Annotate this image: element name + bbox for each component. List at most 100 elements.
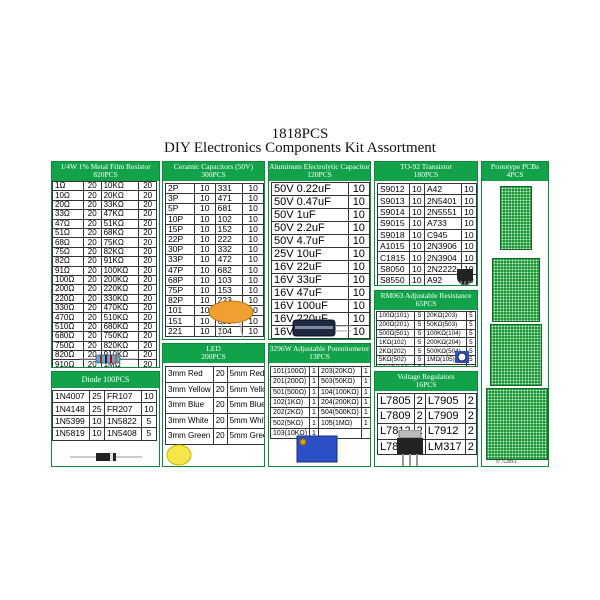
part-qty-cell: 5 xyxy=(414,346,425,356)
part-qty-cell: 5 xyxy=(414,311,425,321)
part-name-cell: 330Ω xyxy=(52,303,84,314)
part-name-cell: S8550 xyxy=(377,274,410,285)
part-qty-cell: 10 xyxy=(347,182,370,196)
part-name-cell: 1N4148 xyxy=(52,402,90,416)
part-name-cell: 16V 22uF xyxy=(271,260,349,274)
part-name-cell: A42 xyxy=(424,182,462,196)
part-qty-cell: 20 xyxy=(138,303,157,314)
part-qty-cell: 2 xyxy=(464,392,477,410)
part-name-cell: 5P xyxy=(165,203,195,215)
part-qty-cell: 1 xyxy=(360,365,370,378)
part-qty-cell: 10 xyxy=(460,251,477,264)
part-name-cell: 1N5408 xyxy=(103,427,142,441)
table-row: L78122L79122 xyxy=(377,423,477,440)
part-name-cell: 3mm Yellow xyxy=(165,381,214,398)
part-qty-cell: 20 xyxy=(138,340,157,352)
part-name-cell: 104(100KΩ) xyxy=(317,386,362,398)
part-qty-cell: 20 xyxy=(82,293,102,305)
part-name-cell: 820KΩ xyxy=(100,340,140,352)
part-qty-cell: 20 xyxy=(138,265,157,276)
led-icon xyxy=(166,444,192,466)
part-name-cell: L7909 xyxy=(424,408,466,425)
part-name-cell: 75P xyxy=(165,284,195,297)
part-name-cell: S9015 xyxy=(377,217,410,230)
part-name-cell: C945 xyxy=(424,228,462,241)
part-name-cell: S9018 xyxy=(377,228,410,241)
part-name-cell: 68KΩ xyxy=(100,227,140,239)
part-name-cell: 221 xyxy=(165,325,195,337)
part-qty-cell: 10 xyxy=(242,284,264,297)
part-qty-cell: 20 xyxy=(82,331,102,342)
part-qty-cell: 20 xyxy=(138,209,157,220)
vr-header: Voltage Regulators 16PCS xyxy=(375,372,477,391)
part-name-cell: 2P xyxy=(165,182,195,195)
part-name-cell: 22P xyxy=(165,233,195,246)
part-name-cell: 50V 0.47uF xyxy=(271,195,349,209)
part-qty-cell: 10 xyxy=(347,221,370,235)
part-name-cell: 33P xyxy=(165,254,195,266)
transistor-icon xyxy=(457,269,473,285)
part-name-cell: 47P xyxy=(165,264,195,276)
part-name-cell: 504(500KΩ) xyxy=(317,407,362,419)
part-name-cell: L7805 xyxy=(377,392,415,410)
part-name-cell: 470Ω xyxy=(52,312,84,323)
part-qty-cell: 10 xyxy=(460,217,477,230)
part-name-cell: 680KΩ xyxy=(100,321,140,333)
part-name-cell: 5mm Red xyxy=(226,366,264,383)
part-qty-cell: 10 xyxy=(408,182,426,196)
part-name-cell: 50V 2.2uF xyxy=(271,221,349,235)
part-name-cell: 51KΩ xyxy=(100,218,140,229)
part-qty-cell: 20 xyxy=(82,237,102,248)
part-name-cell: 102 xyxy=(214,213,244,225)
part-qty-cell: 2 xyxy=(464,438,477,455)
part-name-cell: LM317 xyxy=(424,438,466,455)
part-qty-cell: 20 xyxy=(82,265,102,276)
part-name-cell: 51Ω xyxy=(52,227,84,239)
part-qty-cell: 10 xyxy=(193,244,216,256)
part-name-cell: 82KΩ xyxy=(100,246,140,258)
part-qty-cell: 20 xyxy=(138,237,157,248)
part-name-cell: 222 xyxy=(214,233,244,246)
part-qty-cell: 10 xyxy=(140,389,158,404)
part-name-cell: 200KΩ(204) xyxy=(423,337,467,348)
part-qty-cell: 20 xyxy=(212,397,228,414)
part-qty-cell: 2 xyxy=(413,408,426,425)
part-name-cell: 750KΩ xyxy=(100,331,140,342)
part-name-cell: 33KΩ xyxy=(100,199,140,211)
table-row: 10KΩ(103)5 xyxy=(375,363,477,366)
part-name-cell: 200Ω(201) xyxy=(375,319,416,330)
part-name-cell: 201(200Ω) xyxy=(269,376,311,388)
table-row: L78152LM3172 xyxy=(377,438,477,455)
part-name-cell: 3mm White xyxy=(165,412,214,429)
adjustable-resistance-panel: RM063 Adjustable Resistance 65PCS 100Ω(1… xyxy=(374,290,478,367)
part-name-cell: 100KΩ xyxy=(100,265,140,276)
